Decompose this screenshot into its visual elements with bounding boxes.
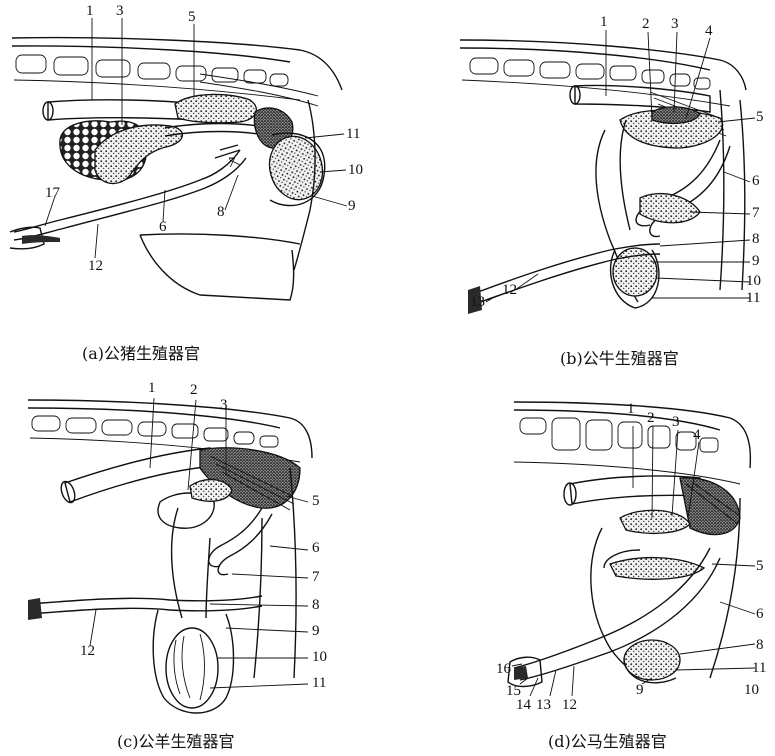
label-a-7: 7 — [228, 156, 236, 171]
panel-c-ram: 1 2 3 5 6 7 8 9 10 11 12 (c)公羊生殖器官 — [0, 378, 385, 756]
label-b-11: 11 — [746, 291, 760, 306]
label-a-6: 6 — [159, 220, 167, 235]
label-b-13: 13 — [470, 295, 485, 310]
label-b-6: 6 — [752, 174, 760, 189]
label-b-12: 12 — [502, 283, 517, 298]
label-c-12: 12 — [80, 644, 95, 659]
label-d-13: 13 — [536, 698, 551, 713]
stallion-diagram — [390, 378, 775, 756]
label-c-10: 10 — [312, 650, 327, 665]
label-a-3: 3 — [116, 4, 124, 19]
label-b-7: 7 — [752, 206, 760, 221]
label-c-11: 11 — [312, 676, 326, 691]
label-c-7: 7 — [312, 570, 320, 585]
label-b-9: 9 — [752, 254, 760, 269]
label-d-10: 10 — [744, 683, 759, 698]
label-d-14: 14 — [516, 698, 531, 713]
label-b-1: 1 — [600, 15, 608, 30]
label-d-4: 4 — [693, 428, 701, 443]
label-a-5: 5 — [188, 10, 196, 25]
label-a-11: 11 — [346, 127, 360, 142]
label-b-4: 4 — [705, 24, 713, 39]
ram-diagram — [0, 378, 385, 756]
label-c-9: 9 — [312, 624, 320, 639]
label-c-6: 6 — [312, 541, 320, 556]
label-a-12: 12 — [88, 259, 103, 274]
label-c-1: 1 — [148, 381, 156, 396]
panel-d-stallion: 1 2 3 4 5 6 8 11 16 9 15 10 14 13 12 (d)… — [390, 378, 775, 756]
label-a-1: 1 — [86, 4, 94, 19]
label-b-2: 2 — [642, 17, 650, 32]
label-d-12: 12 — [562, 698, 577, 713]
label-d-3: 3 — [672, 415, 680, 430]
label-b-8: 8 — [752, 232, 760, 247]
panel-b-bull: 1 2 3 4 5 6 7 8 9 10 11 12 13 (b)公牛生殖器官 — [390, 0, 775, 370]
label-d-9: 9 — [636, 683, 644, 698]
caption-d: (d)公马生殖器官 — [548, 728, 667, 752]
label-b-10: 10 — [746, 274, 761, 289]
label-d-11: 11 — [752, 661, 766, 676]
label-d-1: 1 — [627, 402, 635, 417]
panel-a-boar: 1 3 5 11 7 10 17 8 6 9 12 (a)公猪生殖器官 — [0, 0, 385, 370]
label-d-16: 16 — [496, 662, 511, 677]
bull-diagram — [390, 0, 775, 370]
label-b-5: 5 — [756, 110, 764, 125]
label-a-9: 9 — [348, 199, 356, 214]
label-d-6: 6 — [756, 607, 764, 622]
label-b-3: 3 — [671, 17, 679, 32]
label-a-8: 8 — [217, 205, 225, 220]
label-d-8: 8 — [756, 638, 764, 653]
label-c-2: 2 — [190, 383, 198, 398]
label-d-2: 2 — [647, 411, 655, 426]
label-a-10: 10 — [348, 163, 363, 178]
caption-a: (a)公猪生殖器官 — [82, 340, 200, 364]
label-d-5: 5 — [756, 559, 764, 574]
caption-c: (c)公羊生殖器官 — [117, 728, 234, 752]
label-a-17: 17 — [45, 186, 60, 201]
label-c-8: 8 — [312, 598, 320, 613]
label-c-3: 3 — [220, 398, 228, 413]
caption-b: (b)公牛生殖器官 — [560, 345, 679, 369]
label-c-5: 5 — [312, 494, 320, 509]
